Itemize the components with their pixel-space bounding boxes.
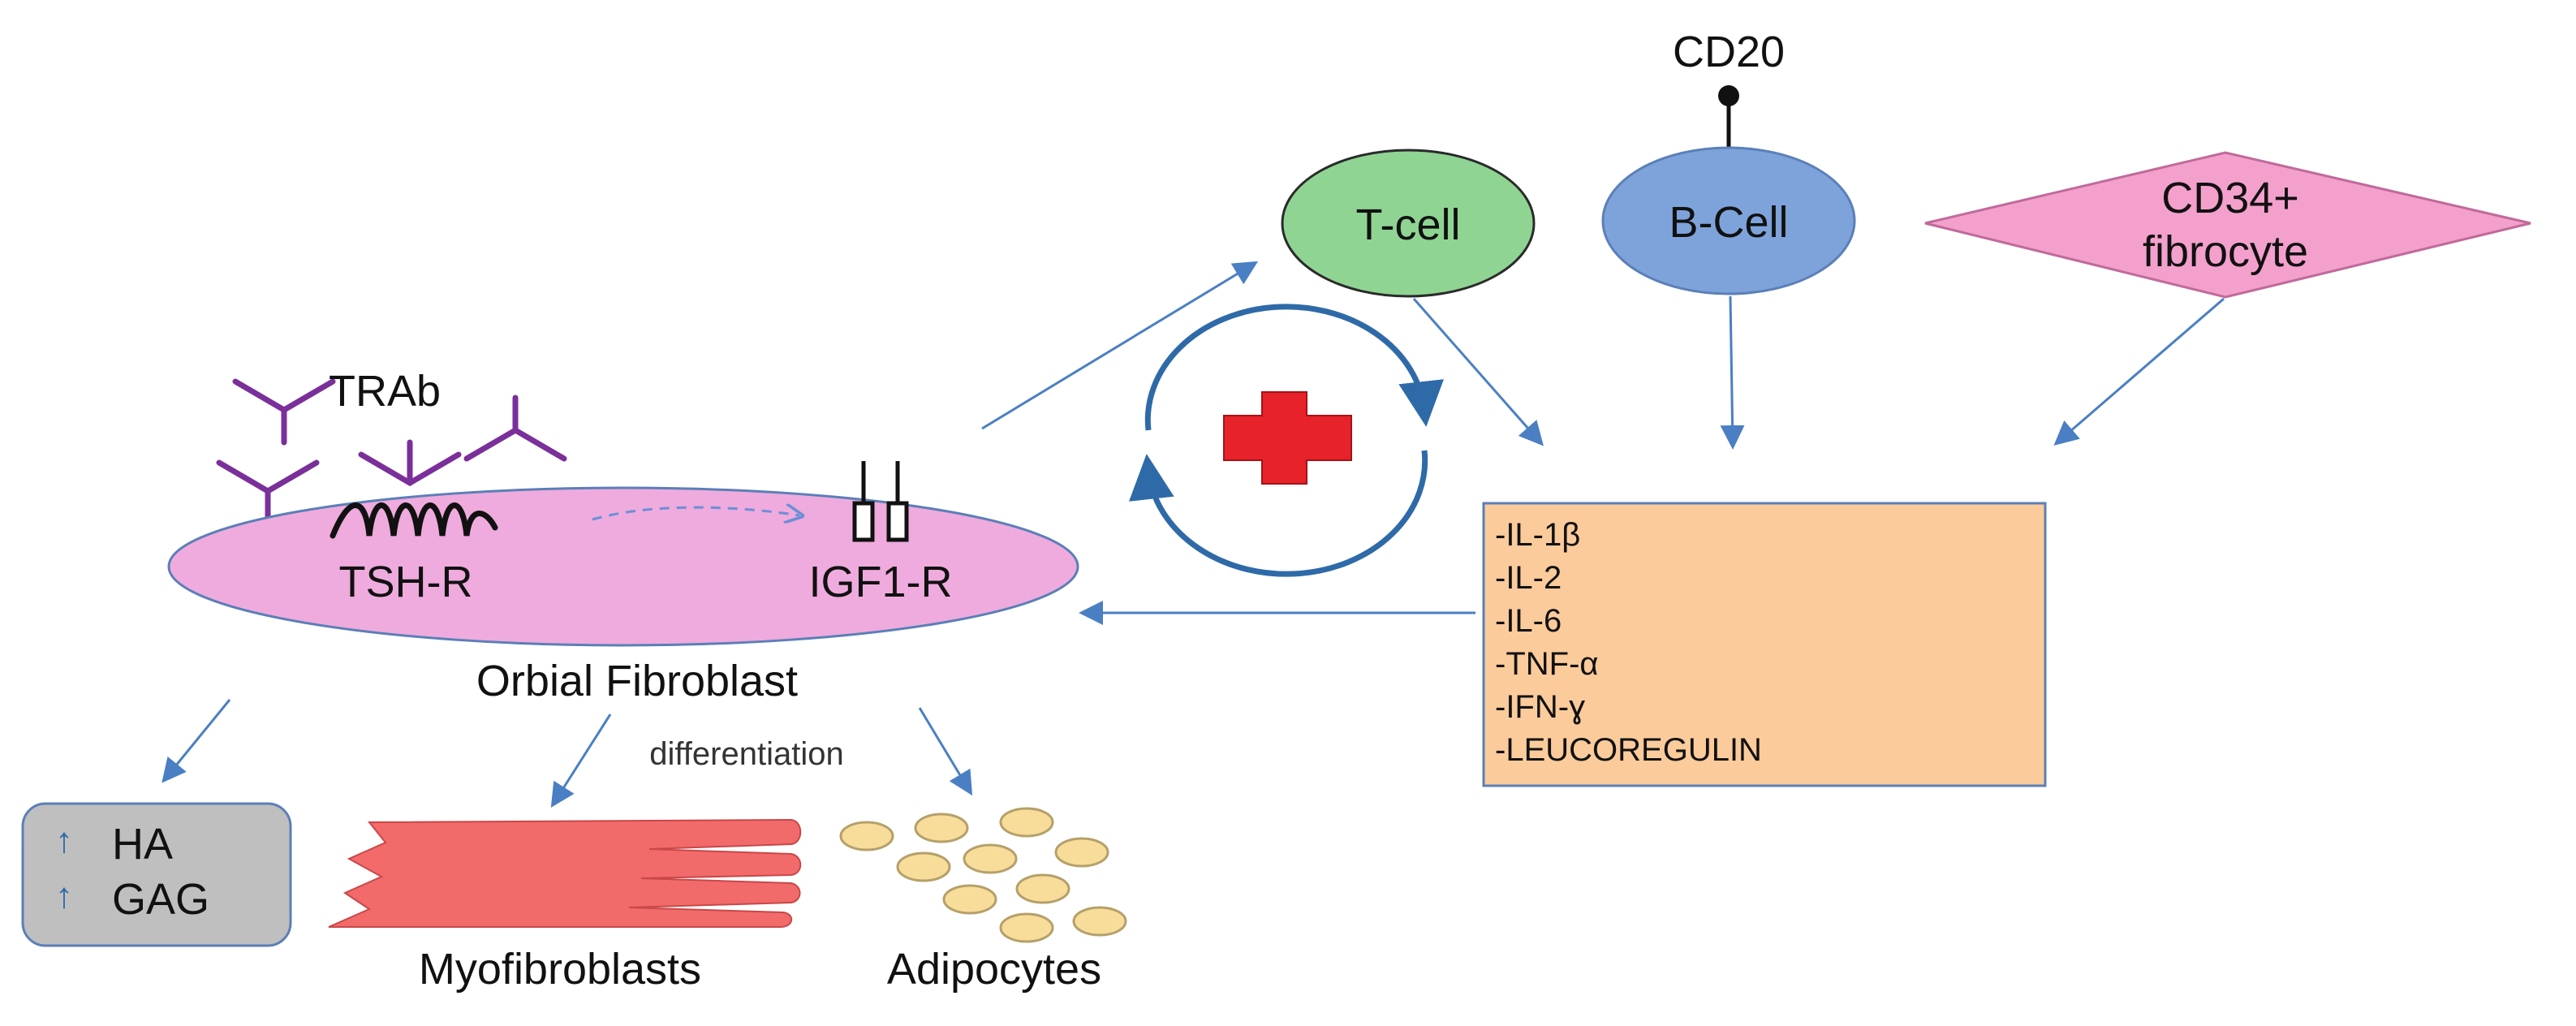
orbital-fibroblast: TSH-R IGF1-R — [167, 461, 1079, 647]
cd20-head — [1718, 85, 1739, 106]
fibrocyte-label-line2: fibrocyte — [2143, 227, 2308, 276]
up-arrow-icon: ↑ — [55, 876, 73, 916]
differentiation-label: differentiation — [649, 736, 843, 772]
adipocytes-label: Adipocytes — [887, 945, 1101, 994]
t-cell-label: T-cell — [1355, 200, 1460, 249]
cytokine-list: -IL-1β -IL-2 -IL-6 -TNF-α -IFN-ɣ -LEUCOREGULI… — [1495, 517, 1762, 768]
ha-label: HA — [112, 820, 173, 869]
adipocyte — [914, 813, 969, 843]
cytokine-item: -IFN-ɣ — [1495, 689, 1585, 725]
b-cell-label: B-Cell — [1669, 198, 1788, 247]
b-cell: B-Cell — [1601, 146, 1856, 295]
arrow-to-ha-gag — [162, 699, 231, 783]
igf1-receptor-icon — [852, 461, 909, 542]
igf1r-label: IGF1-R — [808, 558, 952, 606]
tsh-receptor-icon — [330, 502, 498, 539]
tshr-label: TSH-R — [339, 558, 473, 606]
adipocyte — [963, 843, 1018, 874]
trab-label: TRAb — [329, 367, 441, 416]
cytokine-box: -IL-1β -IL-2 -IL-6 -TNF-α -IFN-ɣ -LEUCOREGULI… — [1482, 502, 2047, 787]
cycle-arrow-top-icon — [1144, 304, 1444, 431]
cd20-marker: CD20 — [1673, 28, 1785, 148]
adipocyte — [999, 912, 1054, 943]
arrow-fibroblast-to-tcell — [981, 261, 1259, 430]
arrow-to-adipocytes — [918, 707, 973, 796]
arrow-to-myofibroblasts — [550, 713, 612, 808]
up-arrow-icon: ↑ — [55, 821, 73, 860]
cycle-arrow-bottom-icon — [1129, 450, 1428, 577]
cytokine-item: -IL-6 — [1495, 603, 1562, 639]
b-cell-shape — [1601, 146, 1856, 295]
arrow-bcell-to-cytokines — [1720, 295, 1745, 450]
adipocyte — [1072, 906, 1127, 937]
ha-gag-box: ↑ ↑ HA GAG — [21, 802, 292, 947]
antibody-icon — [232, 378, 336, 446]
adipocyte — [942, 884, 997, 915]
fibroblast-label: Orbial Fibroblast — [476, 657, 798, 705]
cytokine-item: -LEUCOREGULIN — [1495, 732, 1762, 768]
adipocyte — [1015, 873, 1070, 904]
cytokine-item: -IL-1β — [1495, 517, 1580, 553]
adipocyte — [839, 821, 894, 851]
cd20-label: CD20 — [1673, 28, 1785, 76]
crosstalk-dashed-arrow — [592, 507, 799, 519]
fibrocyte-label-line1: CD34+ — [2161, 174, 2299, 222]
adipocyte-cluster — [839, 807, 1127, 943]
antibody-icon — [463, 394, 567, 462]
fibrocyte-shape — [1924, 151, 2531, 299]
cytokine-item: -IL-2 — [1495, 560, 1562, 596]
t-cell-shape — [1281, 149, 1536, 298]
myofibroblast-shape — [328, 818, 802, 928]
gag-label: GAG — [112, 875, 209, 924]
ha-gag-box-shape — [21, 802, 292, 947]
trab-antibodies — [216, 378, 567, 527]
red-cross-icon — [1223, 391, 1352, 485]
adipocyte — [999, 807, 1054, 838]
cd34-fibrocyte: CD34+ fibrocyte — [1924, 151, 2531, 299]
adipocyte — [896, 851, 951, 882]
amplification-cycle — [1129, 304, 1444, 577]
arrow-tcell-to-cytokines — [1412, 298, 1544, 446]
myofibroblasts-label: Myofibroblasts — [419, 945, 701, 994]
t-cell: T-cell — [1281, 149, 1536, 298]
cytokine-box-shape — [1482, 502, 2047, 787]
arrow-fibrocyte-to-cytokines — [2053, 297, 2225, 446]
antibody-icon — [358, 439, 462, 487]
cytokine-item: -TNF-α — [1495, 646, 1599, 682]
adipocyte — [1054, 837, 1109, 868]
